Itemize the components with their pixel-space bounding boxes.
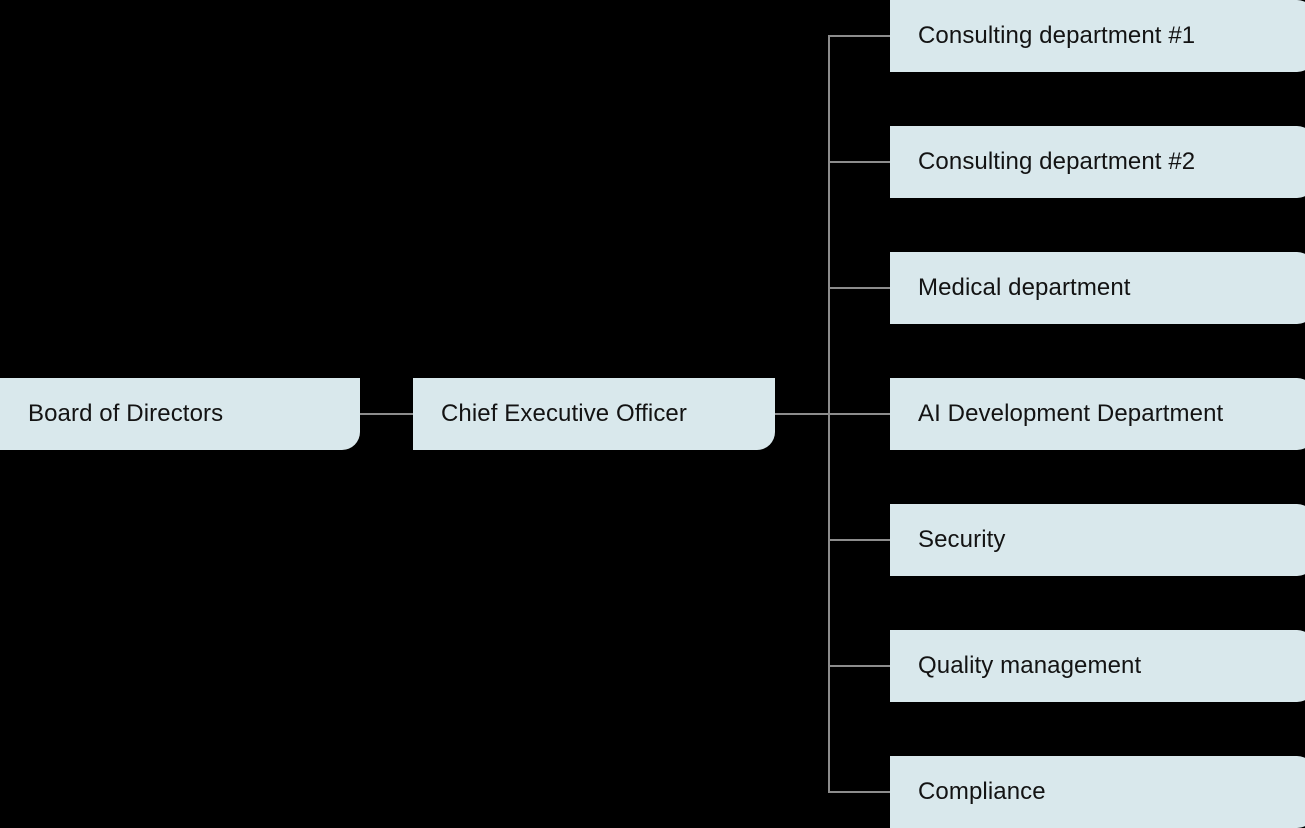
node-consulting-department-1[interactable]: Consulting department #1 <box>890 0 1305 72</box>
node-compliance[interactable]: Compliance <box>890 756 1305 828</box>
connector-stub-medical-department <box>828 287 890 289</box>
node-label-quality-management: Quality management <box>918 652 1142 679</box>
node-board-of-directors[interactable]: Board of Directors <box>0 378 360 450</box>
connector-stub-compliance <box>828 791 890 793</box>
node-medical-department[interactable]: Medical department <box>890 252 1305 324</box>
node-label-board-of-directors: Board of Directors <box>28 400 224 427</box>
connector-stub-ai-development-department <box>828 413 890 415</box>
connector-stub-security <box>828 539 890 541</box>
connector-stub-consulting-department-1 <box>828 35 890 37</box>
connector-executive-to-trunk <box>775 413 830 415</box>
node-consulting-department-2[interactable]: Consulting department #2 <box>890 126 1305 198</box>
node-label-security: Security <box>918 526 1006 553</box>
connector-root-to-executive <box>360 413 413 415</box>
node-label-medical-department: Medical department <box>918 274 1131 301</box>
node-label-ai-development-department: AI Development Department <box>918 400 1224 427</box>
node-label-chief-executive-officer: Chief Executive Officer <box>441 400 687 427</box>
node-quality-management[interactable]: Quality management <box>890 630 1305 702</box>
node-label-consulting-department-2: Consulting department #2 <box>918 148 1196 175</box>
node-label-compliance: Compliance <box>918 778 1046 805</box>
connector-stub-quality-management <box>828 665 890 667</box>
node-security[interactable]: Security <box>890 504 1305 576</box>
connector-stub-consulting-department-2 <box>828 161 890 163</box>
node-ai-development-department[interactable]: AI Development Department <box>890 378 1305 450</box>
node-label-consulting-department-1: Consulting department #1 <box>918 22 1196 49</box>
node-chief-executive-officer[interactable]: Chief Executive Officer <box>413 378 775 450</box>
